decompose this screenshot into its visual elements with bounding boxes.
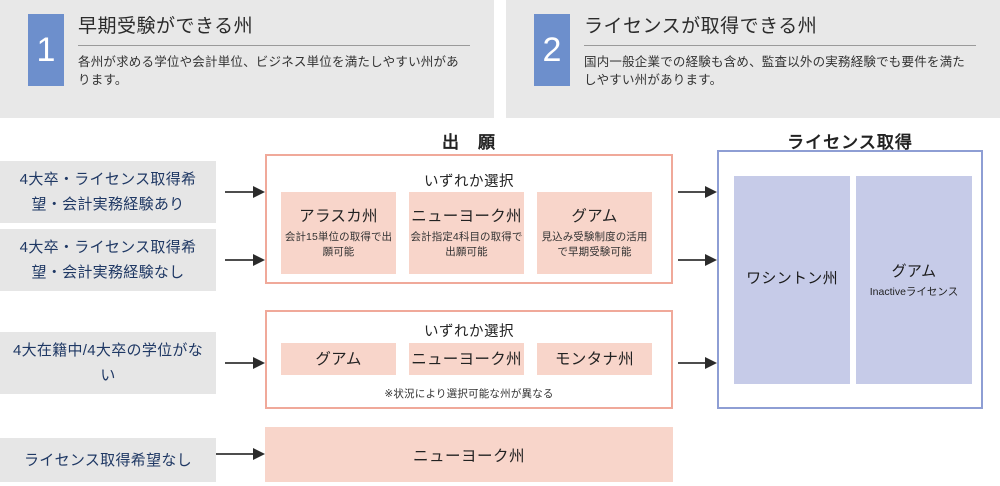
banner-1-text: 早期受験ができる州 各州が求める学位や会計単位、ビジネス単位を満たしやすい州があ… xyxy=(78,14,470,100)
info-banner-2: 2 ライセンスが取得できる州 国内一般企業での経験も含め、監査以外の実務経験でも… xyxy=(506,0,1000,118)
state-card-guam[interactable]: グアム 見込み受験制度の活用で早期受験可能 xyxy=(537,192,652,274)
license-card-title: グアム xyxy=(891,262,937,280)
state-card-title: ニューヨーク州 xyxy=(411,208,522,225)
banner-1-number-badge: 1 xyxy=(28,14,64,86)
arrow-condition-3-to-group-2 xyxy=(225,357,265,369)
state-bar-new-york[interactable]: ニューヨーク州 xyxy=(265,427,673,482)
arrow-head-icon xyxy=(253,448,265,460)
banner-1-description: 各州が求める学位や会計単位、ビジネス単位を満たしやすい州があります。 xyxy=(78,55,459,87)
banner-2-text: ライセンスが取得できる州 国内一般企業での経験も含め、監査以外の実務経験でも要件… xyxy=(584,14,976,100)
license-card-subtitle: Inactiveライセンス xyxy=(869,285,959,298)
state-card-new-york-alt[interactable]: ニューヨーク州 xyxy=(409,343,524,375)
state-card-subtitle: 会計指定4科目の取得で出願可能 xyxy=(410,231,523,258)
banner-1-inner: 1 早期受験ができる州 各州が求める学位や会計単位、ビジネス単位を満たしやすい州… xyxy=(28,14,470,100)
condition-label-1: 4大卒・ライセンス取得希望・会計実務経験あり xyxy=(0,161,216,223)
state-card-title: グアム xyxy=(571,208,618,225)
license-card-guam[interactable]: グアム Inactiveライセンス xyxy=(856,176,972,384)
state-card-guam-alt[interactable]: グアム xyxy=(281,343,396,375)
state-card-title: ニューヨーク州 xyxy=(411,350,522,368)
info-banner-1: 1 早期受験ができる州 各州が求める学位や会計単位、ビジネス単位を満たしやすい州… xyxy=(0,0,494,118)
banner-2-number-badge: 2 xyxy=(534,14,570,86)
group-2-heading: いずれか選択 xyxy=(424,324,514,340)
license-card-washington[interactable]: ワシントン州 xyxy=(734,176,850,384)
arrow-shaft xyxy=(225,191,253,193)
state-card-title: モンタナ州 xyxy=(554,350,634,368)
state-bar-label: ニューヨーク州 xyxy=(412,447,525,465)
arrow-head-icon xyxy=(705,186,717,198)
arrow-shaft xyxy=(678,191,705,193)
state-card-subtitle: 見込み受験制度の活用で早期受験可能 xyxy=(541,231,648,258)
arrow-shaft xyxy=(678,362,705,364)
arrow-condition-2-to-group-1 xyxy=(225,254,265,266)
banner-2-inner: 2 ライセンスが取得できる州 国内一般企業での経験も含め、監査以外の実務経験でも… xyxy=(534,14,976,100)
group-1-heading: いずれか選択 xyxy=(424,174,514,190)
state-card-title: アラスカ州 xyxy=(299,208,378,225)
state-card-new-york[interactable]: ニューヨーク州 会計指定4科目の取得で出願可能 xyxy=(409,192,524,274)
banner-2-description: 国内一般企業での経験も含め、監査以外の実務経験でも要件を満たしやすい州があります… xyxy=(584,55,966,87)
state-card-alaska[interactable]: アラスカ州 会計15単位の取得で出願可能 xyxy=(281,192,396,274)
banner-1-title: 早期受験ができる州 xyxy=(78,14,470,46)
state-card-subtitle: 会計15単位の取得で出願可能 xyxy=(284,231,393,258)
arrow-shaft xyxy=(225,259,253,261)
state-card-montana[interactable]: モンタナ州 xyxy=(537,343,652,375)
arrow-shaft xyxy=(225,362,253,364)
arrow-condition-4-to-wide-bar xyxy=(216,448,265,460)
arrow-head-icon xyxy=(705,254,717,266)
arrow-head-icon xyxy=(705,357,717,369)
arrow-group-2-to-license xyxy=(678,357,717,369)
condition-label-4: ライセンス取得希望なし xyxy=(0,438,216,482)
arrow-group-1-to-license-top xyxy=(678,186,717,198)
arrow-head-icon xyxy=(253,254,265,266)
arrow-group-1-to-license-mid xyxy=(678,254,717,266)
section-title-license: ライセンス取得 xyxy=(787,133,913,152)
section-title-application: 出 願 xyxy=(442,133,496,152)
condition-label-2: 4大卒・ライセンス取得希望・会計実務経験なし xyxy=(0,229,216,291)
arrow-condition-1-to-group-1 xyxy=(225,186,265,198)
license-card-title: ワシントン州 xyxy=(746,270,838,287)
arrow-shaft xyxy=(678,259,705,261)
arrow-head-icon xyxy=(253,186,265,198)
arrow-shaft xyxy=(216,453,253,455)
arrow-head-icon xyxy=(253,357,265,369)
state-card-title: グアム xyxy=(315,350,362,368)
condition-label-3: 4大在籍中/4大卒の学位がない xyxy=(0,332,216,394)
banner-2-title: ライセンスが取得できる州 xyxy=(584,14,976,46)
group-2-note: ※状況により選択可能な州が異なる xyxy=(384,388,554,400)
license-panel: ワシントン州 グアム Inactiveライセンス xyxy=(717,150,983,409)
